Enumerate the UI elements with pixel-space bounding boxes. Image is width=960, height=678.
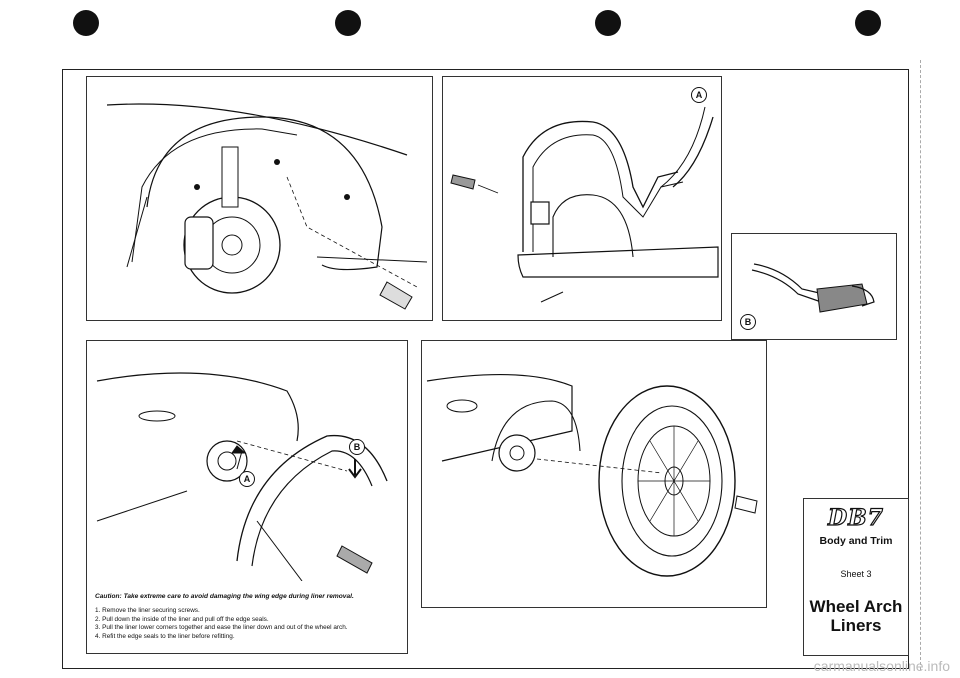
- caution-note: Caution: Take extreme care to avoid dama…: [95, 593, 354, 600]
- instructions: Caution: Take extreme care to avoid dama…: [95, 593, 401, 641]
- illustration-wheel-removal: [421, 340, 767, 608]
- title-block: DB7 Body and Trim Sheet 3 Wheel Arch Lin…: [803, 498, 909, 656]
- section-title: Body and Trim: [819, 535, 893, 547]
- illustration-edge-seal-detail: B: [731, 233, 897, 340]
- step-3: 3. Pull the liner lower corners together…: [95, 624, 348, 632]
- page-title: Wheel Arch Liners: [804, 597, 908, 635]
- step-1: 1. Remove the liner securing screws.: [95, 607, 200, 615]
- watermark: carmanualsonline.info: [813, 658, 950, 674]
- step-4: 4. Refit the edge seals to the liner bef…: [95, 632, 235, 640]
- marker-a-top: A: [691, 87, 707, 103]
- cut-line: [920, 60, 921, 670]
- page-title-line-2: Liners: [830, 616, 882, 635]
- sheet-number: Sheet 3: [840, 569, 872, 579]
- page-title-line-1: Wheel Arch: [809, 597, 903, 616]
- marker-b-detail: B: [740, 314, 756, 330]
- binder-hole-1: [73, 10, 99, 36]
- marker-b-removal: B: [349, 439, 365, 455]
- model-logo: DB7: [827, 504, 884, 531]
- illustration-wheel-arch-liner: [86, 76, 433, 321]
- illustration-liner-detail: A: [442, 76, 722, 321]
- marker-a-removal: A: [239, 471, 255, 487]
- binder-hole-2: [335, 10, 361, 36]
- binder-hole-4: [855, 10, 881, 36]
- binder-hole-3: [595, 10, 621, 36]
- illustration-liner-removal: B A Caution: Take extreme care to avoid …: [86, 340, 408, 654]
- step-2: 2. Pull down the inside of the liner and…: [95, 615, 269, 623]
